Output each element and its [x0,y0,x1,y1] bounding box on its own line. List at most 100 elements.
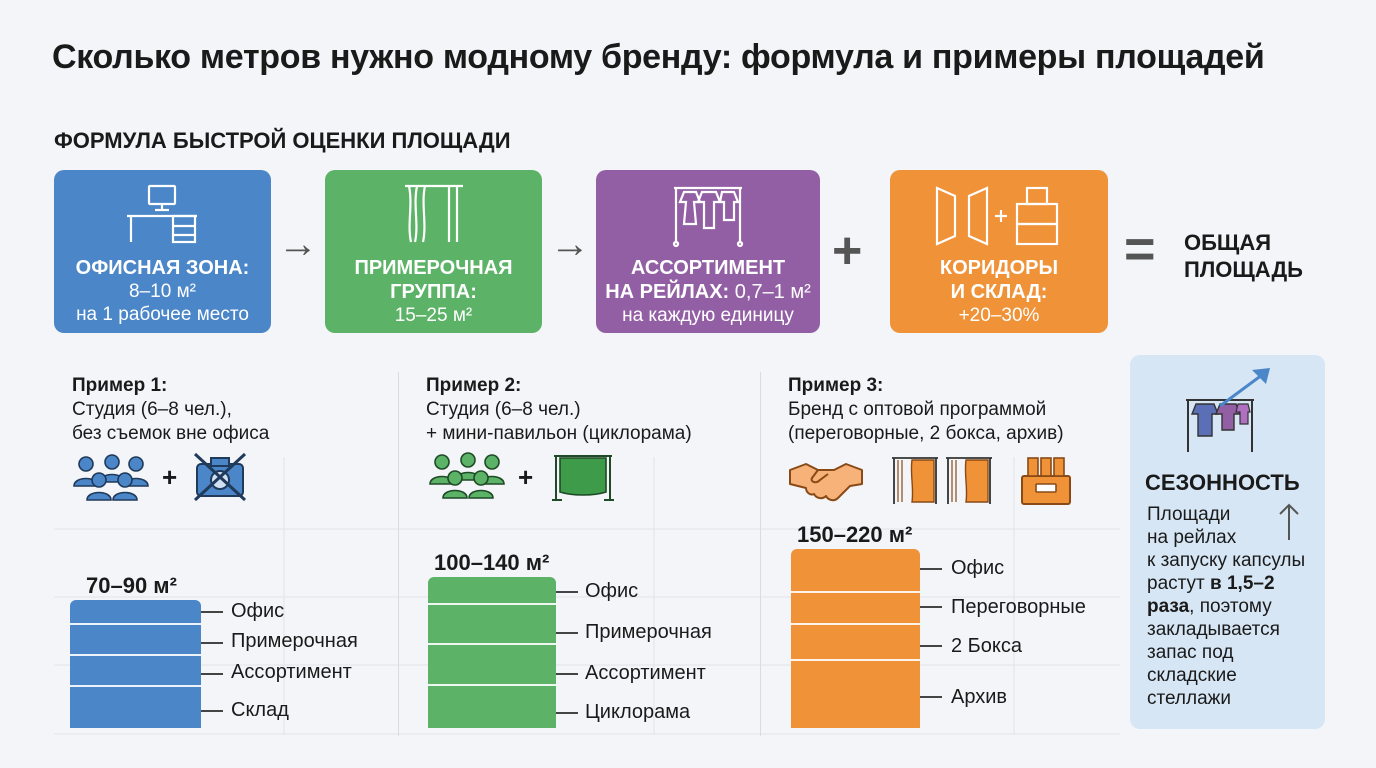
page-title: Сколько метров нужно модному бренду: фор… [52,38,1265,76]
team-icon [73,454,149,501]
bar-segment [70,656,201,687]
bar-segment [428,605,556,645]
segment-label: Архив [951,686,1008,708]
formula-box-note: на каждую единицу [622,305,794,326]
formula-box-office: ОФИСНАЯ ЗОНА: 8–10 м² на 1 рабочее место [54,170,271,333]
seasonality-line: растут в 1,5–2 [1147,572,1322,595]
background-grid [54,457,1120,735]
segment-label: Ассортимент [585,662,706,684]
divider [398,372,399,736]
formula-box-value: +20–30% [958,305,1040,326]
no-camera-icon [193,452,247,502]
bar-segment [791,593,920,625]
segment-label: Ассортимент [231,661,352,683]
desk-icon [126,184,197,244]
plus-icon: + [518,462,534,492]
segment-label: Переговорные [951,596,1086,618]
formula-result: ОБЩАЯ ПЛОЩАДЬ [1184,229,1303,283]
seasonality-text-part: растут [1147,573,1211,594]
equals-icon: = [1124,219,1156,279]
example-label: Пример 2: [426,375,522,396]
seasonality-line: на рейлах [1147,527,1237,548]
bar-segment [428,686,556,728]
area-bar [70,600,201,728]
formula-heading: ФОРМУЛА БЫСТРОЙ ОЦЕНКИ ПЛОЩАДИ [54,128,511,153]
arrow-icon: → [550,222,590,266]
segment-label: 2 Бокса [951,635,1023,657]
handshake-icon [789,463,863,502]
up-arrow-icon [1279,503,1299,540]
bar-segment [791,661,920,728]
example-desc: Студия (6–8 чел.) [426,399,581,420]
corridor-storage-icon [935,186,1059,246]
bar-segment [791,625,920,661]
example-area: 70–90 м² [86,573,177,598]
fitting-room-icon [404,184,463,243]
segment-label: Примерочная [231,630,358,652]
segment-label: Офис [951,557,1005,579]
segment-label: Склад [231,699,289,721]
archive-box-icon [1021,457,1071,505]
area-bar [791,549,920,728]
label-tick [201,673,223,675]
formula-box-title-2: И СКЛАД: [950,281,1048,303]
seasonality-line: Площади [1147,504,1231,525]
label-tick [920,645,942,647]
fitting-booths-icon [892,457,992,504]
formula-box-title: ПРИМЕРОЧНАЯ [354,257,513,279]
example-2-header: Пример 2: Студия (6–8 чел.) + мини-павил… [426,374,692,446]
formula-box-title: АССОРТИМЕНТ [630,257,786,279]
example-area: 150–220 м² [797,522,913,547]
area-bar [428,577,556,728]
formula-box-corridors: КОРИДОРЫ И СКЛАД: +20–30% [890,170,1108,333]
example-3-header: Пример 3: Бренд с оптовой программой (пе… [788,374,1064,446]
label-tick [920,696,942,698]
label-tick [556,632,578,634]
bar-segment [428,645,556,686]
example-desc: без съемок вне офиса [72,423,270,444]
formula-box-title: ОФИСНАЯ ЗОНА: [75,257,250,279]
clothes-rack-icon [672,186,744,248]
bar-segment [70,600,201,625]
formula-box-value: 15–25 м² [394,305,473,326]
label-tick [556,712,578,714]
team-icon [429,452,505,499]
segment-label: Циклорама [585,701,691,723]
example-desc: Студия (6–8 чел.), [72,399,232,420]
example-1-header: Пример 1: Студия (6–8 чел.), без съемок … [72,374,269,446]
seasonality-line: закладывается [1147,619,1280,640]
formula-box-title-2: НА РЕЙЛАХ: [605,281,730,303]
plus-icon: + [832,222,863,280]
segment-label: Офис [231,600,285,622]
seasonality-line: раза, поэтому [1147,595,1322,618]
formula-box-title: КОРИДОРЫ [939,257,1059,279]
seasonality-title: СЕЗОННОСТЬ [1145,470,1300,495]
label-tick [201,642,223,644]
bar-segment [70,687,201,728]
seasonality-line: стеллажи [1147,688,1231,709]
divider [760,372,761,736]
label-tick [201,710,223,712]
bar-segment [70,625,201,656]
example-desc: (переговорные, 2 бокса, архив) [788,423,1064,444]
label-tick [556,591,578,593]
example-label: Пример 3: [788,375,884,396]
seasonality-line: складские [1147,665,1237,686]
formula-box-title-row: НА РЕЙЛАХ: 0,7–1 м² [596,280,820,304]
seasonality-emphasis: в 1,5–2 [1210,573,1275,594]
seasonality-line: запас под [1147,642,1234,663]
seasonality-emphasis: раза [1147,596,1190,617]
label-tick [920,606,942,608]
segment-label: Офис [585,580,639,602]
formula-box-value: 0,7–1 м² [729,281,811,303]
segment-label: Примерочная [585,621,712,643]
formula-box-value: 8–10 м² [129,281,196,302]
bar-segment [791,549,920,593]
example-area: 100–140 м² [434,550,550,575]
example-desc: + мини-павильон (циклорама) [426,423,692,444]
seasonality-text: Площади на рейлах к запуску капсулы раст… [1147,503,1322,710]
growing-rack-icon [1186,368,1270,452]
plus-icon: + [162,462,178,492]
seasonality-text-part: , поэтому [1189,596,1272,617]
formula-box-note: на 1 рабочее место [76,304,249,325]
